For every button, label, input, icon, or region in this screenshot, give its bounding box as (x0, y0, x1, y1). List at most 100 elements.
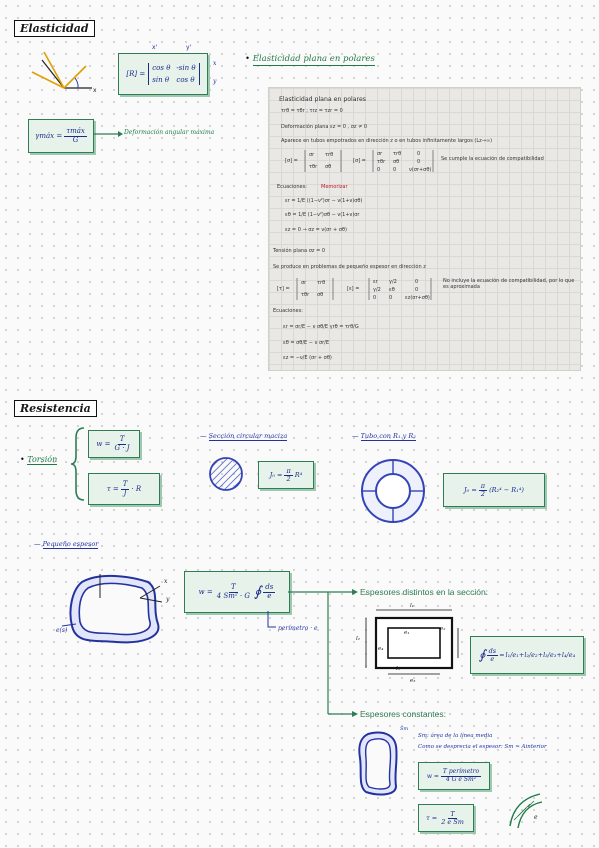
bracket-line (267, 611, 276, 628)
svg-text:ν(σr+σθ): ν(σr+σθ) (409, 167, 431, 173)
matrix-label: [R] = (126, 70, 146, 78)
sum-int-num: ds (486, 646, 499, 656)
photo-eq4: εr = σr/E − ν σθ/E γrθ = τrθ/G (283, 324, 359, 330)
svg-text:σθ: σθ (393, 159, 399, 165)
sm-small-label: Sm (400, 726, 409, 732)
photo-eq1: εr = 1/E ((1−ν²)σr − ν(1+ν)σθ) (285, 198, 363, 204)
torsion-label: • Torsión (20, 455, 58, 465)
svg-text:σr: σr (301, 280, 307, 286)
photo-eq3: εz = 0 → σz = ν(σr + σθ) (285, 227, 347, 233)
photo-tension-plana: Tensión plana σz = 0 (273, 248, 326, 254)
rect-label-l1: l₁ (410, 603, 414, 609)
tubo-formula-num: π (478, 481, 488, 491)
svg-text:[σ] =: [σ] = (353, 158, 366, 164)
arrow-icon (93, 131, 123, 137)
w-const-lhs: w = (426, 772, 439, 780)
sum-term-3: l₃/e₃ (543, 651, 557, 659)
w-thin-int-den: e (267, 591, 272, 600)
svg-text:τrθ: τrθ (317, 280, 325, 286)
tau-formula-tail: · R (131, 485, 142, 493)
pequeno-heading: — Pequeño espesor (34, 540, 99, 549)
svg-text:εr: εr (373, 279, 379, 285)
tubo-heading: — Tubo con R₁ y R₂ (352, 432, 416, 441)
sum-int-den: e (490, 654, 495, 663)
rect-label-e3: e₃ (410, 678, 416, 684)
w-thin-int-num: ds (263, 583, 276, 593)
rotated-axes-diagram: x (31, 51, 97, 94)
photo-eq5: εθ = σθ/E − ν σr/E (283, 340, 330, 346)
sum-term-2: l₂/e₂ (524, 651, 538, 659)
polares-heading-text: Elasticidad plana en polares (252, 54, 375, 66)
svg-text:γ/2: γ/2 (389, 279, 397, 285)
tau-const-lhs: τ = (426, 814, 438, 822)
tau-formula-num: T (120, 480, 130, 490)
sm-note-1: Sm: área de la línea media (418, 733, 493, 739)
matrix-top-x: x' (152, 44, 158, 51)
photo-eq2: εθ = 1/E (1−ν²)σθ − ν(1+ν)σr (285, 212, 360, 218)
svg-text:0: 0 (389, 295, 392, 301)
axis-x-label: x (164, 578, 168, 585)
svg-text:σθ: σθ (317, 292, 323, 298)
circular-formula-den: 2 (286, 474, 291, 483)
gamma-note: Deformación angular máxima (124, 129, 215, 136)
flow-arrows (288, 589, 358, 717)
svg-text:0: 0 (417, 159, 420, 165)
svg-text:γ/2: γ/2 (373, 287, 381, 293)
tubo-heading-text: Tubo con R₁ y R₂ (360, 432, 416, 441)
axis-y-label: y (166, 596, 170, 603)
circular-formula-lhs: J₀ = (269, 471, 283, 479)
matrix-top-y: y' (186, 44, 192, 51)
svg-text:σr: σr (377, 151, 383, 157)
matrix-side-x: x (213, 60, 217, 67)
matrix-side-y: y (213, 78, 217, 85)
svg-text:0: 0 (393, 167, 396, 173)
photo-note-nocompat: No incluye la ecuación de compatibilidad… (443, 278, 575, 290)
svg-text:σθ: σθ (325, 164, 331, 170)
svg-text:τθr: τθr (301, 292, 310, 298)
w-const-den: 4 G e Sm² (445, 775, 477, 783)
svg-text:0: 0 (417, 151, 420, 157)
e-label: e(s) (56, 627, 68, 634)
gamma-max-den: G (72, 135, 79, 144)
w-thin-lhs: w = (198, 588, 213, 596)
circular-heading: — Sección circular maciza (200, 432, 288, 441)
rect-label-e4: e₄ (378, 646, 384, 652)
thin-tube-constant (358, 731, 398, 796)
gamma-max-num: τmáx (64, 127, 87, 137)
w-const-num: T perímetro (440, 768, 482, 777)
svg-text:x: x (93, 87, 97, 94)
svg-text:[σ] =: [σ] = (285, 158, 298, 164)
tau-const-den: 2 e Sm (441, 817, 464, 826)
thin-wall-section (61, 574, 163, 644)
photo-note-compat: Se cumple la ecuación de compatibilidad (441, 156, 544, 162)
w-formula-num: T (117, 435, 127, 445)
torsion-label-text: Torsión (27, 455, 58, 465)
rect-label-e2: e₂ (440, 626, 446, 632)
brace-icon (70, 427, 85, 501)
rect-label-l2: l₂ (356, 636, 360, 642)
svg-text:εθ: εθ (389, 287, 395, 293)
svg-text:[τ] =: [τ] = (277, 286, 290, 292)
gamma-max-lhs: γmáx = (35, 132, 63, 140)
sum-term-4: l₄/e₄ (561, 651, 576, 659)
svg-text:τθr: τθr (309, 164, 318, 170)
matrix-m12: -sin θ (176, 64, 196, 72)
w-formula-lhs: w = (96, 440, 111, 448)
svg-text:[ε] =: [ε] = (347, 286, 359, 292)
w-thin-den: 4 Sm² · G (216, 591, 250, 600)
svg-text:0: 0 (415, 287, 418, 293)
photo-title: Elasticidad plana en polares (279, 96, 366, 103)
rect-label-l3: l₃ (396, 666, 400, 672)
photo-ecuaciones2: Ecuaciones: (273, 308, 303, 314)
espesores-constantes-label: Espesores constantes: (360, 709, 446, 719)
